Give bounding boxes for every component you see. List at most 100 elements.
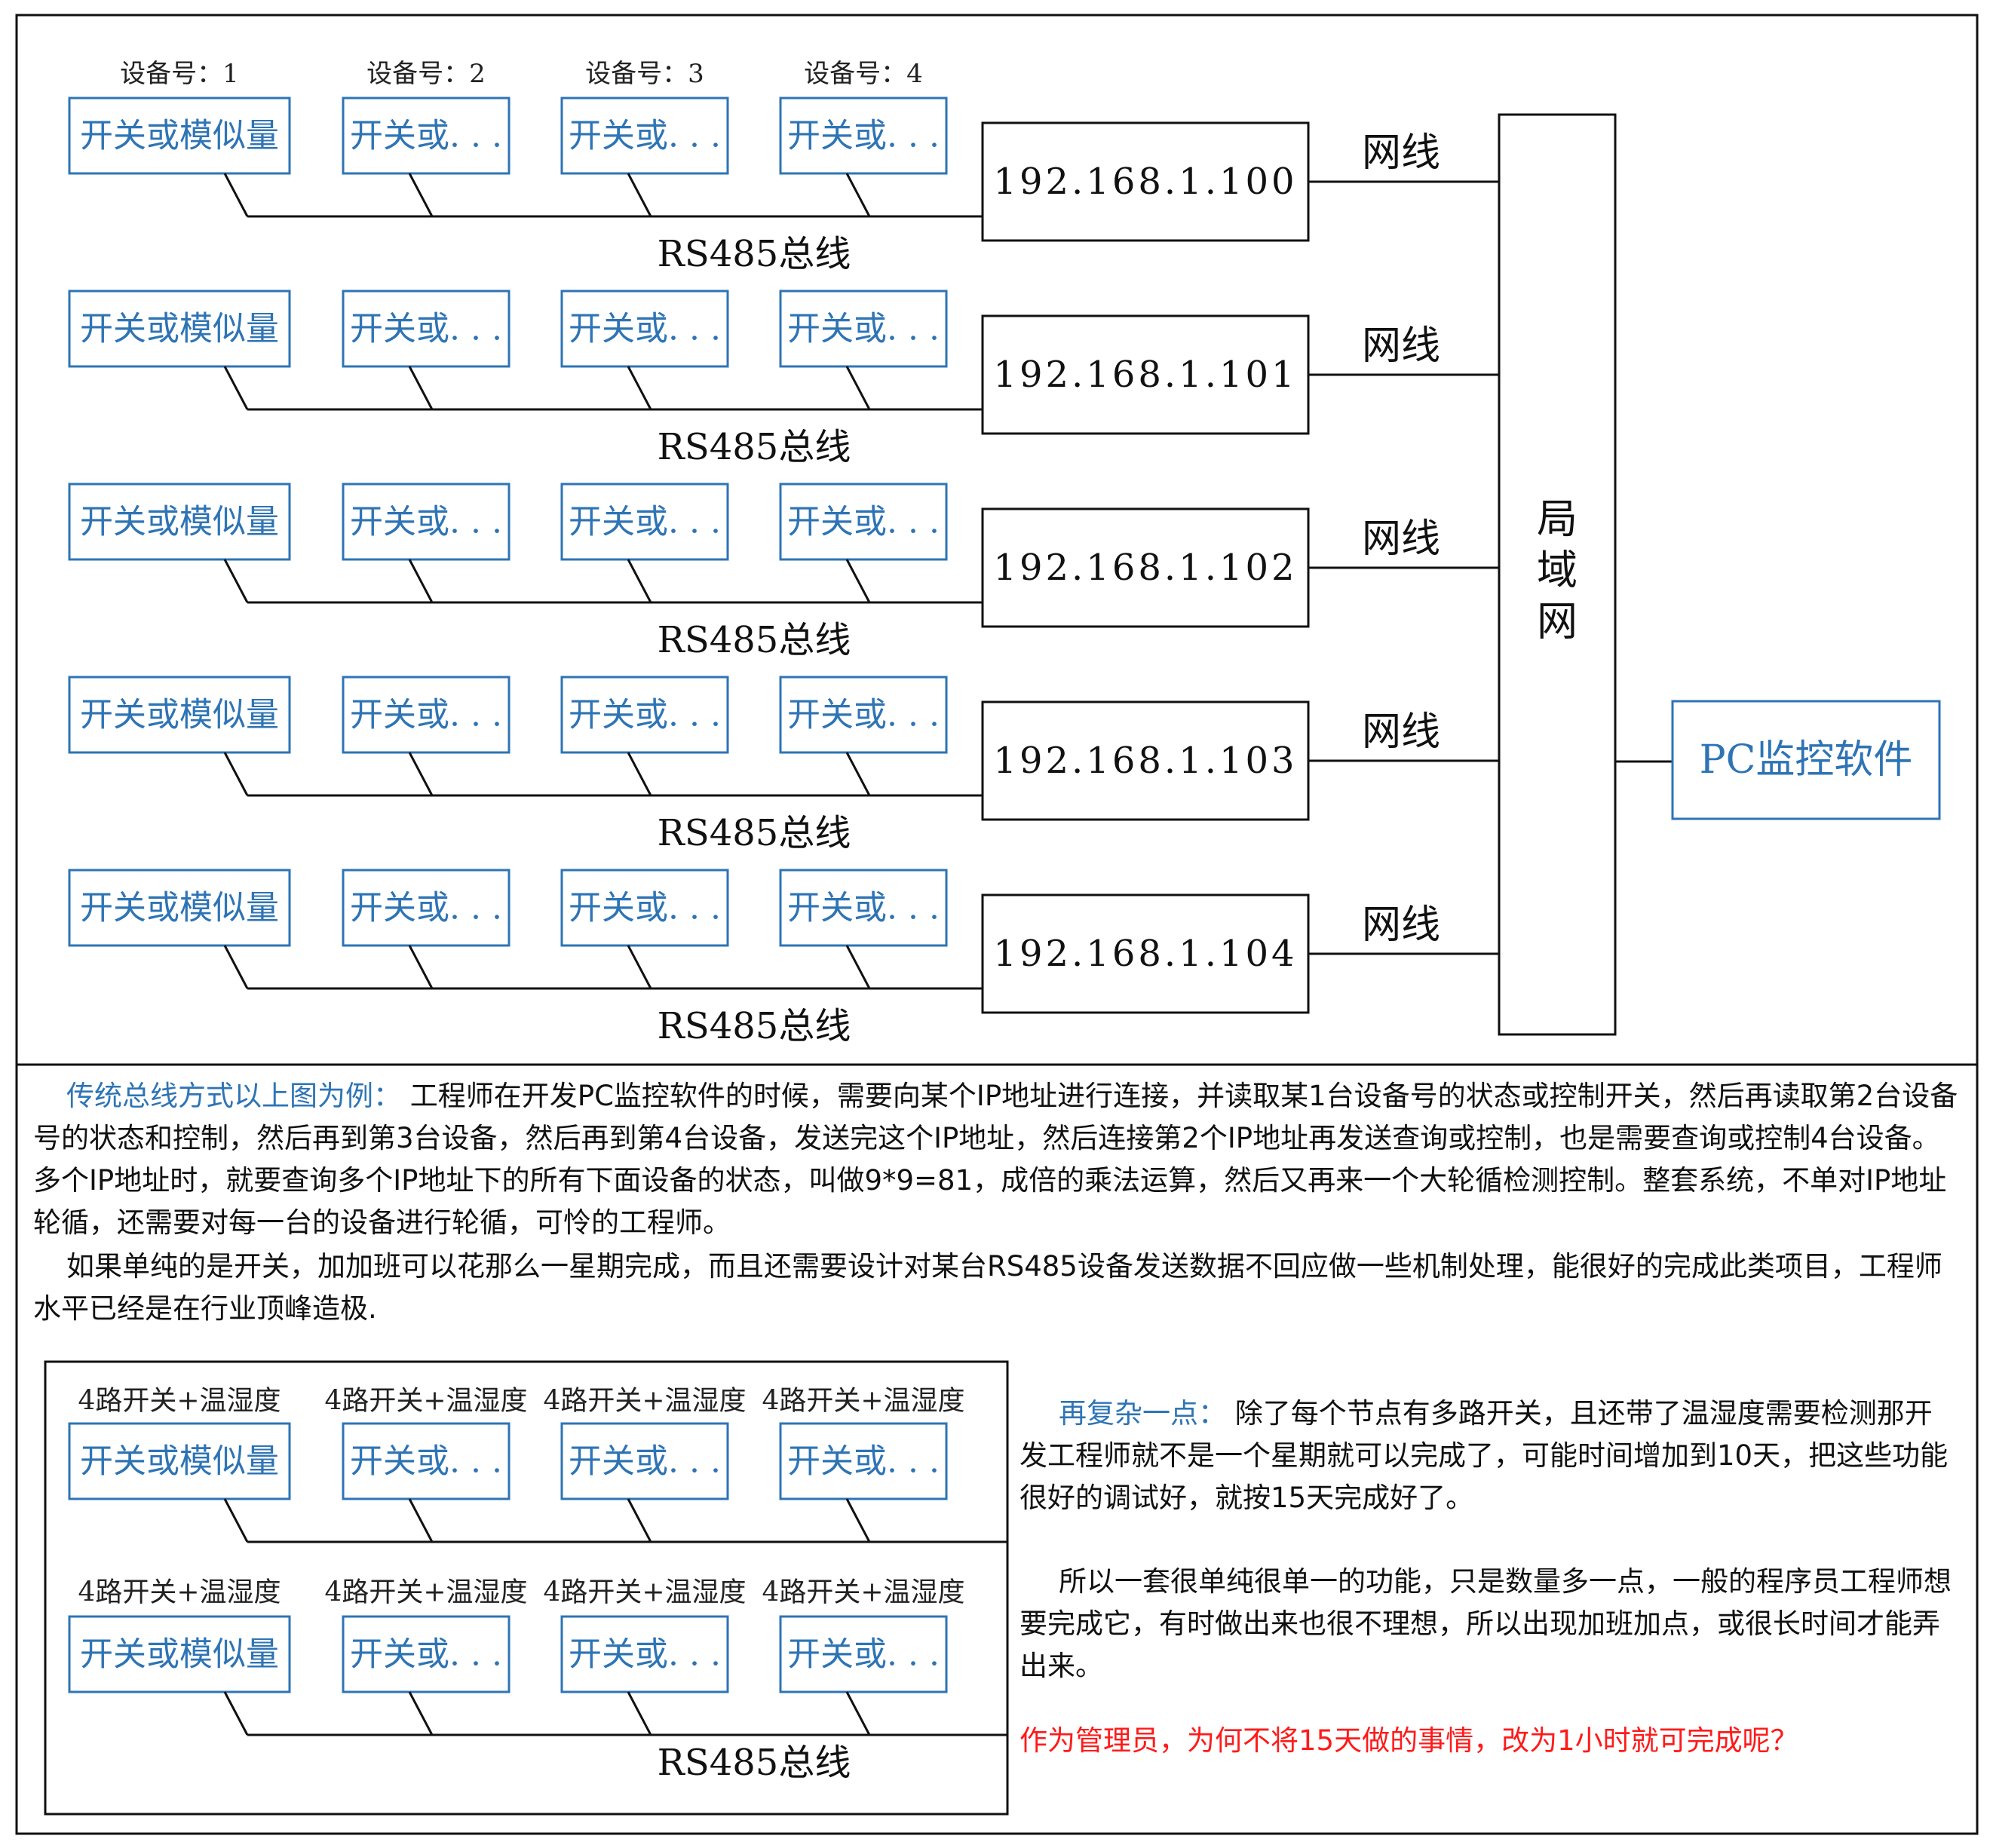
gateway-ip-label: 192.168.1.102 [993,547,1297,589]
device-box [342,1422,511,1500]
device-label: 开关或. . . [350,310,502,348]
device-number-label: 设备号：4 [804,59,923,89]
rs485-bus-label: RS485总线 [658,233,851,275]
rs485-tail [223,1498,871,1543]
device-box [560,1615,729,1693]
side-paragraph-1: 再复杂一点： 除了每个节点有多路开关，且还带了温湿度需要检测那开发工程师就不是一… [1019,1393,1955,1519]
device-box [342,676,511,754]
device-label: 开关或模似量 [80,889,279,927]
node-label: 4路开关+温湿度 [762,1577,964,1608]
gateway-ip-label: 192.168.1.101 [993,354,1297,396]
lan-box [1498,113,1617,1036]
network-cable-label: 网线 [1362,903,1440,948]
device-label: 开关或. . . [787,117,940,155]
device-label: 开关或. . . [787,310,940,348]
device-label: 开关或模似量 [80,1442,279,1481]
device-label: 开关或. . . [350,117,502,155]
device-box [342,483,511,561]
network-cable-label: 网线 [1362,709,1440,755]
outer-frame [15,14,1979,1835]
device-label: 开关或. . . [569,503,721,541]
device-box [779,1615,948,1693]
device-label: 开关或. . . [569,889,721,927]
device-label: 开关或. . . [787,696,940,734]
device-box [779,676,948,754]
rs485-tail [223,945,871,989]
device-box [560,97,729,175]
description-paragraph-2-text: 如果单纯的是开关，加加班可以花那么一星期完成，而且还需要设计对某台RS485设备… [33,1250,1942,1325]
gateway-box [981,700,1310,821]
device-box [560,869,729,947]
node-label: 4路开关+温湿度 [543,1577,746,1608]
network-cable-label: 网线 [1362,323,1440,369]
device-box [779,1422,948,1500]
device-box [68,483,291,561]
device-label: 开关或. . . [350,889,502,927]
description-paragraph-1: 传统总线方式以上图为例： 工程师在开发PC监控软件的时候，需要向某个IP地址进行… [33,1075,1964,1244]
gateway-box [981,893,1310,1014]
device-box [68,1615,291,1693]
lan-label-char: 网 [1537,598,1578,645]
device-label: 开关或. . . [787,1442,940,1481]
device-box [779,97,948,175]
device-box [560,1422,729,1500]
rs485-bus-label: RS485总线 [658,1742,851,1784]
device-box [68,869,291,947]
manager-question: 作为管理员，为何不将15天做的事情，改为1小时就可完成呢？ [1019,1720,1970,1762]
description-paragraph-2: 如果单纯的是开关，加加班可以花那么一星期完成，而且还需要设计对某台RS485设备… [33,1246,1964,1330]
manager-question-text: 作为管理员，为何不将15天做的事情，改为1小时就可完成呢？ [1019,1724,1798,1757]
device-label: 开关或. . . [569,117,721,155]
gateway-ip-label: 192.168.1.104 [993,933,1297,975]
device-box [560,290,729,368]
description-body: 工程师在开发PC监控软件的时候，需要向某个IP地址进行连接，并读取某1台设备号的… [33,1080,1958,1239]
device-box [342,1615,511,1693]
network-cable-label: 网线 [1362,516,1440,562]
lan-label-char: 域 [1537,547,1578,594]
device-box [560,483,729,561]
node-label: 4路开关+温湿度 [324,1386,527,1417]
device-label: 开关或模似量 [80,117,279,155]
device-label: 开关或. . . [787,503,940,541]
network-cable-label: 网线 [1362,130,1440,176]
device-box [779,290,948,368]
gateway-ip-label: 192.168.1.103 [993,740,1297,782]
device-label: 开关或. . . [787,889,940,927]
node-label: 4路开关+温湿度 [543,1386,746,1417]
device-label: 开关或. . . [787,1635,940,1674]
device-label: 开关或模似量 [80,1635,279,1674]
rs485-tail [223,559,871,603]
gateway-ip-label: 192.168.1.100 [993,161,1297,203]
gateway-box [981,507,1310,628]
device-box [68,290,291,368]
side-paragraph-2-text: 所以一套很单纯很单一的功能，只是数量多一点，一般的程序员工程师想要完成它，有时做… [1019,1565,1952,1682]
rs485-bus-label: RS485总线 [658,619,851,661]
device-box [68,97,291,175]
device-label: 开关或. . . [350,1635,502,1674]
device-box [68,1422,291,1500]
device-label: 开关或. . . [350,696,502,734]
rs485-tail [223,752,871,796]
device-label: 开关或模似量 [80,310,279,348]
device-label: 开关或. . . [569,1635,721,1674]
device-label: 开关或. . . [569,696,721,734]
rs485-tail [223,366,871,410]
device-label: 开关或. . . [569,310,721,348]
rs485-tail [223,1691,871,1736]
device-box [342,97,511,175]
bottom-diagram-frame [44,1360,1009,1816]
description-lead: 传统总线方式以上图为例： [66,1080,401,1112]
side-lead: 再复杂一点： [1059,1397,1226,1430]
node-label: 4路开关+温湿度 [762,1386,964,1417]
node-label: 4路开关+温湿度 [78,1577,281,1608]
device-label: 开关或模似量 [80,503,279,541]
side-body: 除了每个节点有多路开关，且还带了温湿度需要检测那开发工程师就不是一个星期就可以完… [1019,1397,1949,1514]
node-label: 4路开关+温湿度 [324,1577,527,1608]
device-box [342,869,511,947]
device-label: 开关或. . . [350,1442,502,1481]
device-box [779,869,948,947]
pc-software-box [1671,700,1941,820]
node-label: 4路开关+温湿度 [78,1386,281,1417]
device-box [68,676,291,754]
